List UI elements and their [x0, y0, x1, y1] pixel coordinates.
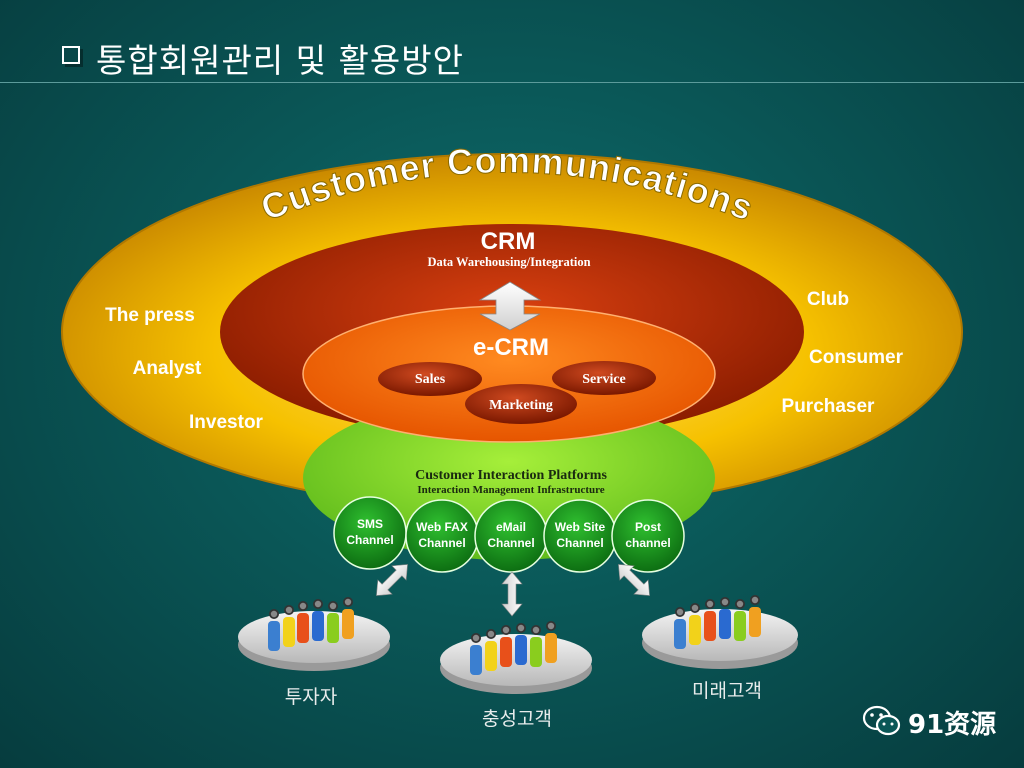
svg-text:Channel: Channel: [346, 533, 393, 547]
group-investors: [238, 597, 390, 671]
channel-website: Web Site Channel: [543, 499, 617, 573]
group-label: 미래고객: [692, 680, 762, 702]
arrow-left: [376, 564, 408, 596]
module-label: Sales: [415, 372, 446, 387]
outer-right-label: Purchaser: [782, 396, 876, 417]
watermark-text: 91资源: [908, 710, 997, 740]
channel-post: Post channel: [611, 499, 685, 573]
group-future-customers: [642, 595, 798, 669]
channel-sms: SMS Channel: [333, 496, 407, 570]
svg-text:Channel: Channel: [556, 536, 603, 550]
svg-text:Web Site: Web Site: [555, 520, 606, 534]
channel-webfax: Web FAX Channel: [405, 499, 479, 573]
svg-text:channel: channel: [625, 536, 670, 550]
crm-ecrm-arrow: [478, 281, 542, 331]
sales-module: [378, 362, 482, 396]
group-label: 충성고객: [482, 708, 552, 730]
crm-subtitle: Data Warehousing/Integration: [427, 255, 590, 269]
group-label: 투자자: [285, 686, 337, 708]
channel-email: eMail Channel: [474, 499, 548, 573]
module-label: Marketing: [489, 398, 553, 413]
wechat-icon: [862, 705, 901, 736]
outer-left-label: Analyst: [133, 358, 202, 379]
marketing-module: [465, 384, 577, 424]
slide-title: 통합회원관리 및 활용방안: [96, 41, 464, 80]
svg-text:eMail: eMail: [496, 520, 526, 534]
crm-title: CRM: [481, 228, 536, 255]
svg-text:Web FAX: Web FAX: [416, 520, 468, 534]
platform-subtitle: Interaction Management Infrastructure: [417, 484, 604, 496]
ecrm-title: e-CRM: [473, 334, 549, 361]
title-bar: 통합회원관리 및 활용방안: [0, 0, 1024, 83]
arrow-right: [618, 564, 650, 596]
svg-text:SMS: SMS: [357, 517, 383, 531]
outer-right-label: Club: [807, 289, 849, 310]
service-module: [552, 361, 656, 395]
outer-left-label: The press: [105, 305, 195, 326]
svg-text:Channel: Channel: [418, 536, 465, 550]
outer-left-label: Investor: [189, 412, 264, 433]
arrow-center: [501, 571, 523, 617]
outer-right-label: Consumer: [809, 347, 904, 368]
svg-text:Channel: Channel: [487, 536, 534, 550]
group-loyal-customers: [440, 621, 592, 694]
svg-text:Post: Post: [635, 520, 661, 534]
platform-title: Customer Interaction Platforms: [415, 468, 607, 483]
module-label: Service: [582, 372, 626, 387]
bullet-box-icon: [62, 46, 80, 64]
